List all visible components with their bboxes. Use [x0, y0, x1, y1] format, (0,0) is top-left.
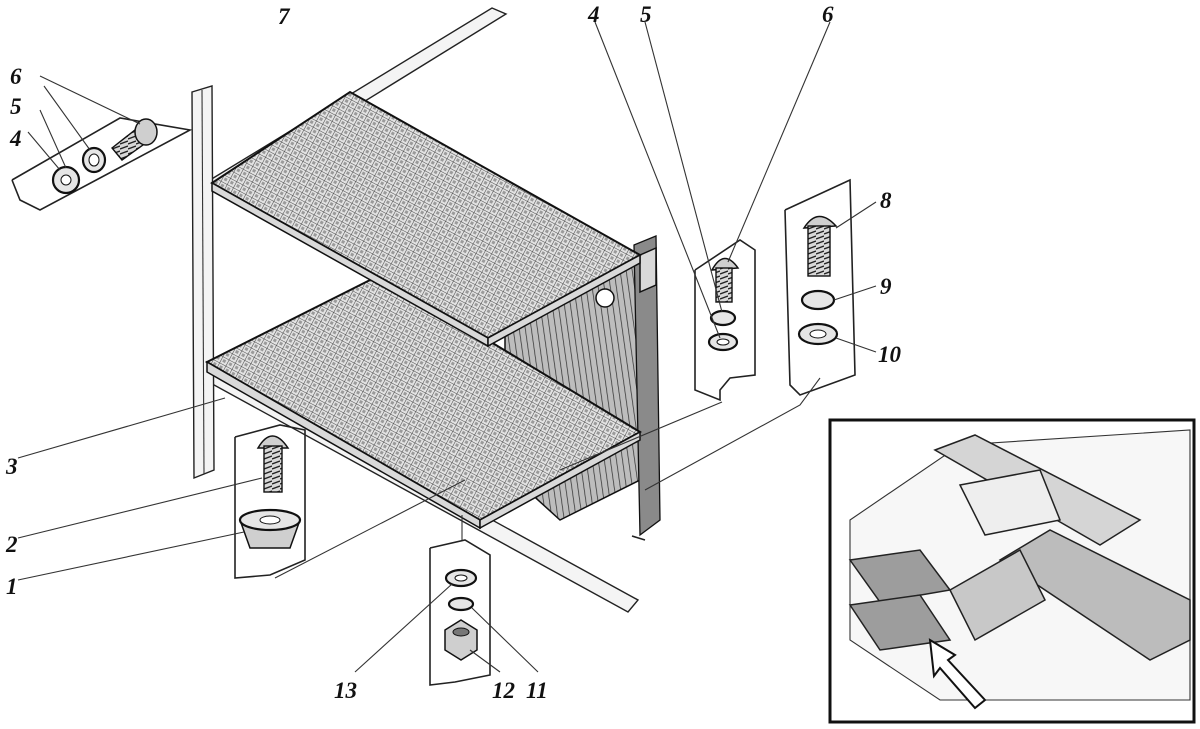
left-hardware-group [11, 75, 193, 211]
bottom-hardware-group [354, 515, 539, 686]
inset-locator-view [828, 418, 1196, 724]
callout-11: 11 [526, 678, 548, 703]
callout-5: 5 [10, 94, 22, 119]
lower-shelf [204, 273, 643, 530]
vertical-post [191, 85, 215, 480]
callout-7: 7 [278, 4, 291, 29]
callout-2: 2 [5, 532, 18, 557]
center-hardware-group [559, 21, 831, 471]
right-upright-bracket [631, 235, 661, 541]
callout-13: 13 [334, 678, 357, 703]
upper-shelf [210, 90, 643, 348]
callout-3: 3 [5, 454, 18, 479]
callout-5: 5 [640, 2, 652, 27]
callout-12: 12 [492, 678, 515, 703]
lower-left-hardware-group [17, 397, 466, 581]
callout-6: 6 [822, 2, 834, 27]
callout-6: 6 [10, 64, 22, 89]
callout-4: 4 [9, 126, 22, 151]
callout-labels: 7 4 5 6 6 5 4 8 9 10 3 2 1 13 12 11 [5, 2, 902, 703]
callout-10: 10 [878, 342, 902, 367]
callout-9: 9 [880, 274, 892, 299]
callout-4: 4 [587, 2, 600, 27]
callout-1: 1 [6, 574, 18, 599]
right-hardware-group [644, 178, 877, 491]
callout-8: 8 [880, 188, 892, 213]
